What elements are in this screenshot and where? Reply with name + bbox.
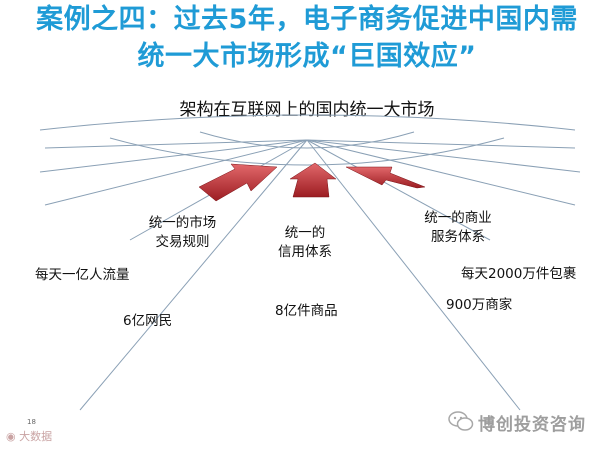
pillar-service-system-line2: 服务体系	[408, 228, 508, 247]
mid-arc	[110, 138, 504, 165]
stat-daily-parcels: 每天2000万件包裹	[461, 265, 576, 284]
stat-daily-traffic: 每天一亿人流量	[35, 266, 130, 285]
page-number: 18	[27, 418, 36, 426]
pillar-service-system-line1: 统一的商业	[408, 209, 508, 228]
watermark-text: 博创投资咨询	[478, 410, 586, 435]
right-arrow	[346, 167, 425, 188]
pillar-credit-system-line1: 统一的	[265, 224, 345, 243]
left-arrow	[199, 164, 277, 201]
pillar-market-rules-line1: 统一的市场	[135, 214, 230, 233]
stat-netizens: 6亿网民	[123, 312, 172, 331]
stat-merchants: 900万商家	[446, 296, 512, 315]
pillar-market-rules-line2: 交易规则	[135, 233, 230, 252]
pillar-credit-system: 统一的 信用体系	[265, 224, 345, 262]
pillar-credit-system-line2: 信用体系	[265, 243, 345, 262]
weibo-watermark-text: 大数据	[19, 430, 52, 443]
red-arrows	[199, 163, 425, 201]
stat-products: 8亿件商品	[275, 302, 338, 321]
weibo-watermark: ◉ 大数据	[6, 428, 52, 444]
pillar-market-rules: 统一的市场 交易规则	[135, 214, 230, 252]
outer-arc	[40, 115, 575, 130]
pillar-service-system: 统一的商业 服务体系	[408, 209, 508, 247]
weibo-icon: ◉	[6, 430, 16, 443]
wechat-icon	[448, 410, 474, 432]
